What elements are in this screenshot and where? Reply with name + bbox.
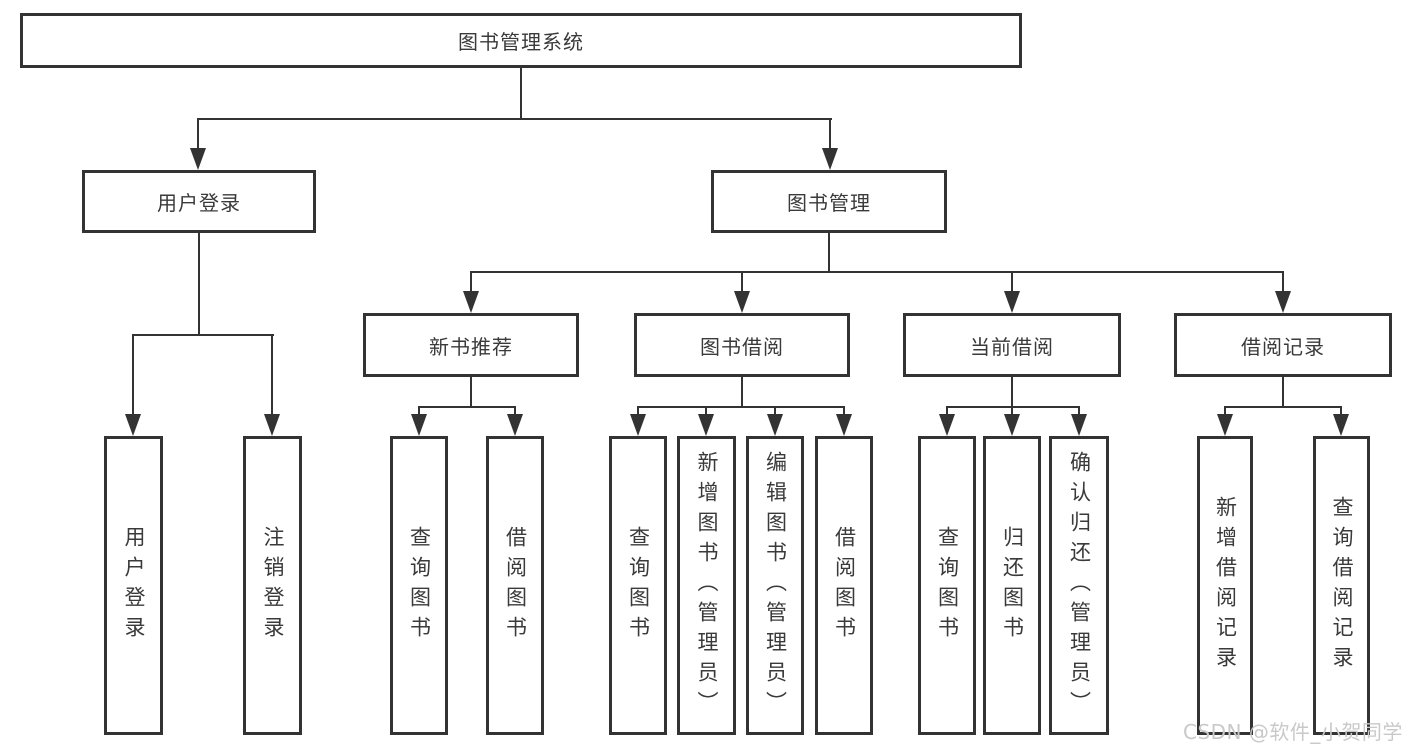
leaf-query-borrow-record-label: 查询借阅记录 bbox=[1330, 495, 1354, 676]
leaf-confirm-return-admin: 确认归还（管理员） bbox=[1049, 436, 1109, 735]
node-new-book-recommend: 新书推荐 bbox=[363, 313, 579, 377]
leaf-query-book-2: 查询图书 bbox=[609, 436, 667, 735]
arrow-to-confirm-return bbox=[1071, 406, 1087, 436]
csdn-watermark: CSDN @软件_小贺同学 bbox=[1183, 720, 1403, 744]
leaf-query-book-3-label: 查询图书 bbox=[935, 525, 960, 646]
node-book-borrow: 图书借阅 bbox=[634, 313, 850, 377]
leaf-add-book-admin: 新增图书（管理员） bbox=[677, 436, 736, 735]
arrow-to-new-book-recommend bbox=[463, 271, 479, 313]
arrow-to-book-mgmt bbox=[822, 118, 838, 170]
node-root-label: 图书管理系统 bbox=[458, 30, 584, 54]
arrow-to-query-borrow-record bbox=[1333, 406, 1349, 436]
node-borrow-record: 借阅记录 bbox=[1174, 313, 1392, 377]
leaf-logout: 注销登录 bbox=[243, 436, 302, 735]
arrow-to-book-borrow bbox=[734, 271, 750, 313]
leaf-confirm-return-admin-label: 确认归还（管理员） bbox=[1067, 450, 1092, 721]
leaf-edit-book-admin: 编辑图书（管理员） bbox=[746, 436, 804, 735]
connector-rail-level3 bbox=[470, 271, 1284, 273]
leaf-add-book-admin-label: 新增图书（管理员） bbox=[695, 450, 719, 721]
leaf-add-borrow-record-label: 新增借阅记录 bbox=[1213, 495, 1238, 676]
leaf-query-borrow-record: 查询借阅记录 bbox=[1313, 436, 1370, 735]
arrow-to-edit-book-admin bbox=[767, 406, 783, 436]
connector-rail-book-borrow bbox=[637, 406, 845, 408]
leaf-return-book-label: 归还图书 bbox=[1000, 525, 1025, 646]
connector-new-book-stub bbox=[470, 377, 472, 408]
arrow-to-leaf-logout bbox=[264, 334, 280, 436]
leaf-query-book-1: 查询图书 bbox=[390, 436, 448, 735]
node-current-borrow: 当前借阅 bbox=[903, 313, 1121, 377]
arrow-to-query-book-1 bbox=[411, 406, 427, 436]
connector-book-borrow-stub bbox=[741, 377, 743, 408]
connector-current-borrow-stub bbox=[1011, 377, 1013, 408]
leaf-user-login-label: 用户登录 bbox=[122, 525, 146, 646]
node-root: 图书管理系统 bbox=[20, 13, 1022, 68]
arrow-to-borrow-book-1 bbox=[507, 406, 523, 436]
arrow-to-add-book-admin bbox=[698, 406, 714, 436]
connector-book-mgmt-stub bbox=[828, 233, 830, 273]
arrow-to-query-book-3 bbox=[939, 406, 955, 436]
leaf-add-borrow-record: 新增借阅记录 bbox=[1197, 436, 1253, 735]
arrow-to-borrow-book-2 bbox=[836, 406, 852, 436]
connector-borrow-record-stub bbox=[1282, 377, 1284, 408]
node-current-borrow-label: 当前借阅 bbox=[970, 334, 1054, 359]
leaf-borrow-book-2-label: 借阅图书 bbox=[832, 525, 857, 646]
node-user-login-label: 用户登录 bbox=[157, 191, 241, 215]
node-book-mgmt: 图书管理 bbox=[711, 170, 947, 233]
connector-rail-user-login bbox=[132, 334, 274, 336]
arrow-to-user-login bbox=[190, 118, 206, 170]
connector-root-stub bbox=[520, 68, 522, 119]
node-new-book-recommend-label: 新书推荐 bbox=[429, 334, 513, 359]
leaf-query-book-2-label: 查询图书 bbox=[626, 525, 651, 646]
arrow-to-return-book bbox=[1004, 406, 1020, 436]
arrow-to-borrow-record bbox=[1275, 271, 1291, 313]
leaf-return-book: 归还图书 bbox=[983, 436, 1041, 735]
leaf-edit-book-admin-label: 编辑图书（管理员） bbox=[763, 450, 788, 721]
node-user-login: 用户登录 bbox=[82, 170, 316, 233]
leaf-user-login: 用户登录 bbox=[104, 436, 163, 735]
leaf-query-book-3: 查询图书 bbox=[918, 436, 976, 735]
arrow-to-add-borrow-record bbox=[1217, 406, 1233, 436]
node-borrow-record-label: 借阅记录 bbox=[1241, 334, 1325, 359]
leaf-logout-label: 注销登录 bbox=[261, 525, 285, 646]
connector-rail-borrow-record bbox=[1224, 406, 1342, 408]
arrow-to-leaf-user-login bbox=[125, 334, 141, 436]
connector-rail-new-book bbox=[418, 406, 516, 408]
leaf-query-book-1-label: 查询图书 bbox=[407, 525, 432, 646]
leaf-borrow-book-1: 借阅图书 bbox=[486, 436, 544, 735]
connector-rail-level2 bbox=[197, 118, 832, 120]
connector-user-login-stub bbox=[198, 233, 200, 335]
node-book-mgmt-label: 图书管理 bbox=[787, 191, 871, 215]
leaf-borrow-book-2: 借阅图书 bbox=[815, 436, 873, 735]
arrow-to-query-book-2 bbox=[630, 406, 646, 436]
connector-rail-current-borrow bbox=[946, 406, 1080, 408]
leaf-borrow-book-1-label: 借阅图书 bbox=[503, 525, 528, 646]
arrow-to-current-borrow bbox=[1004, 271, 1020, 313]
node-book-borrow-label: 图书借阅 bbox=[700, 334, 784, 359]
